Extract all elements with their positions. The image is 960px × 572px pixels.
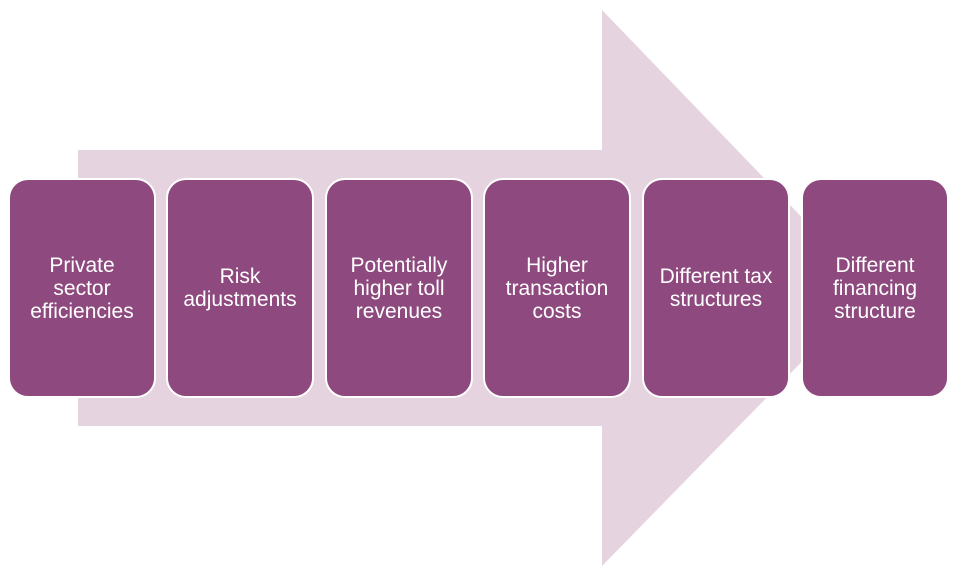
step-label: Different financing structure: [832, 253, 918, 323]
step-box-higher-toll-revenues: Potentially higher toll revenues: [325, 178, 473, 398]
step-box-higher-transaction-costs: Higher transaction costs: [483, 178, 631, 398]
step-box-private-sector-efficiencies: Private sector efficiencies: [8, 178, 156, 398]
step-box-risk-adjustments: Risk adjustments: [166, 178, 314, 398]
step-label: Potentially higher toll revenues: [350, 253, 448, 323]
step-label: Higher transaction costs: [505, 253, 609, 323]
step-label: Different tax structures: [659, 265, 773, 311]
step-label: Risk adjustments: [183, 265, 297, 311]
step-box-different-tax-structures: Different tax structures: [642, 178, 790, 398]
step-label: Private sector efficiencies: [30, 253, 134, 323]
arrow-shape: [78, 10, 872, 566]
step-box-different-financing-structure: Different financing structure: [801, 178, 949, 398]
